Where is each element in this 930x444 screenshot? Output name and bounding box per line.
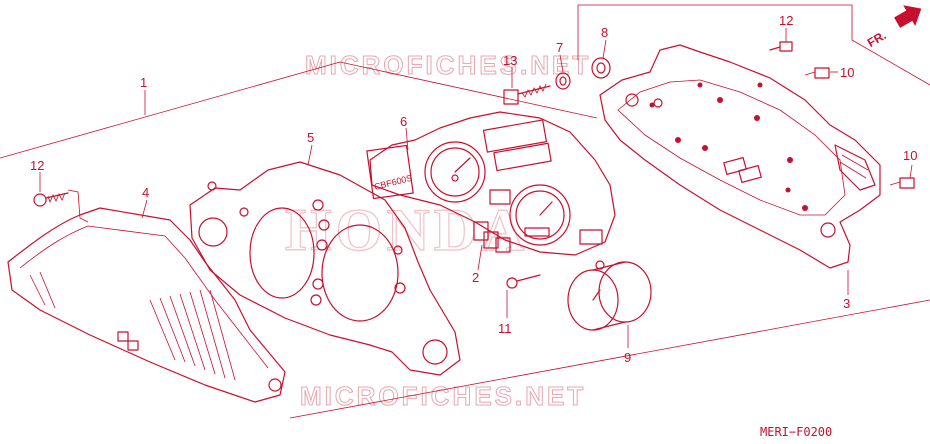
leader-lines <box>39 28 913 348</box>
bolt-13 <box>503 83 551 105</box>
grommet-8 <box>591 57 611 79</box>
watermark-top: MICROFICHES.NET <box>305 50 591 80</box>
screw-12-right <box>769 41 793 52</box>
callout-10-upper: 10 <box>840 65 854 80</box>
callout-3: 3 <box>843 296 850 311</box>
model-label: CBF600S <box>373 173 413 192</box>
watermark-bottom: MICROFICHES.NET <box>300 381 586 411</box>
callout-2: 2 <box>472 270 479 285</box>
callout-12-right: 12 <box>779 13 793 28</box>
assembly-outline <box>0 4 930 419</box>
callout-11: 11 <box>498 321 512 336</box>
callout-1: 1 <box>140 75 147 90</box>
callout-8: 8 <box>601 25 608 40</box>
screw-10-upper <box>804 67 830 79</box>
meter-panel <box>189 161 461 376</box>
front-direction-arrow-icon <box>894 5 922 28</box>
callout-13: 13 <box>503 53 517 68</box>
callout-5: 5 <box>307 130 314 145</box>
callout-6: 6 <box>400 114 407 129</box>
screw-10-lower <box>889 177 915 189</box>
callout-4: 4 <box>142 185 149 200</box>
clock-unit <box>567 260 652 331</box>
callout-10-lower: 10 <box>903 148 917 163</box>
meter-case <box>599 44 881 269</box>
meter-socket <box>473 221 511 271</box>
diagram-code: MERI−F0200 <box>760 425 832 439</box>
washer-7 <box>555 72 571 90</box>
front-direction-label: FR. <box>865 28 889 50</box>
callout-9: 9 <box>624 350 631 365</box>
screw-11 <box>506 274 541 289</box>
screw-12-left <box>33 192 69 207</box>
callout-12-left: 12 <box>30 158 44 173</box>
callout-7: 7 <box>556 40 563 55</box>
meter-lens <box>7 207 286 403</box>
